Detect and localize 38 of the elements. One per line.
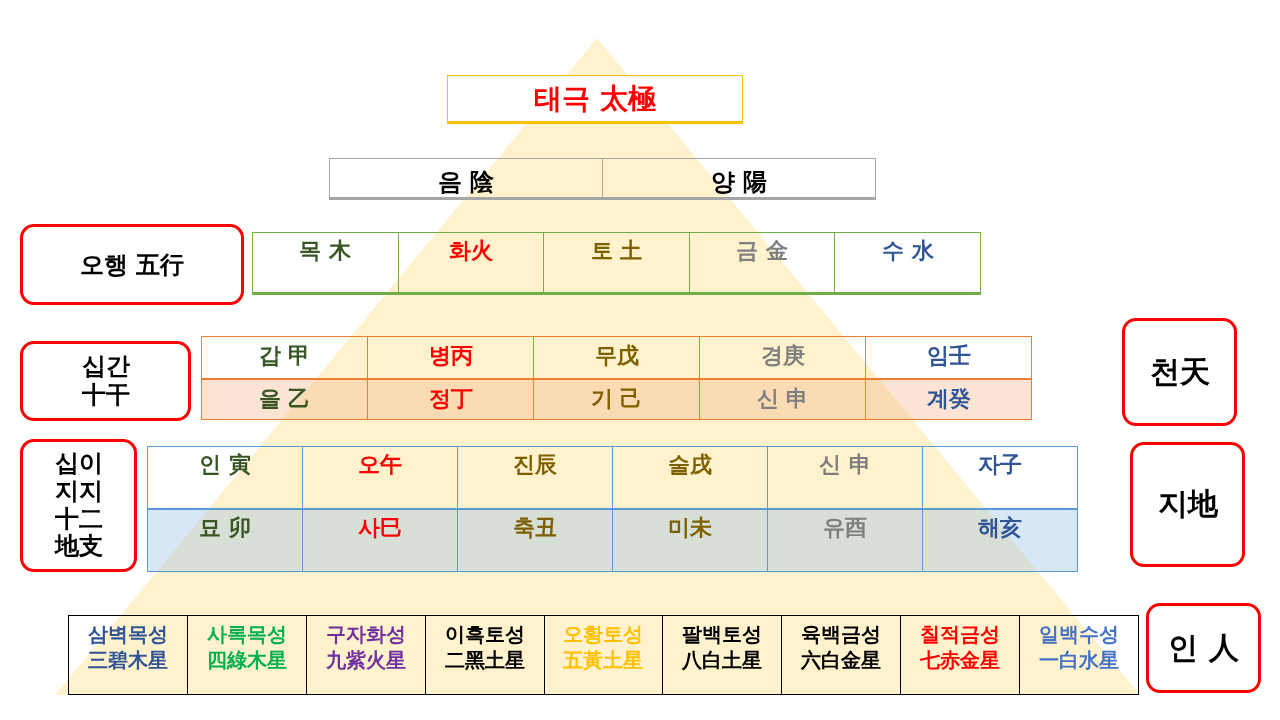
table-cell: 이흑토성 二黑土星 <box>424 615 545 695</box>
table-cell: 일백수성 一白水星 <box>1019 615 1139 695</box>
table-cell: 육백금성 六白金星 <box>781 615 902 695</box>
table-cell: 갑 甲 <box>201 336 368 379</box>
table-cell: 축丑 <box>457 508 613 572</box>
table-cell: 구자화성 九紫火星 <box>305 615 426 695</box>
table-cell: 유酉 <box>767 508 923 572</box>
table-cell: 미未 <box>612 508 768 572</box>
table-cell: 사巳 <box>302 508 458 572</box>
table-cell: 임壬 <box>865 336 1032 379</box>
table-cell: 사록목성 四綠木星 <box>186 615 307 695</box>
table-cell: 수 水 <box>834 232 981 295</box>
table-cell: 양 陽 <box>602 158 876 200</box>
table-cell: 기 己 <box>533 378 700 420</box>
row-label-box: 십이지지 十二地支 <box>20 439 137 572</box>
table-cell: 목 木 <box>252 232 399 295</box>
table-cell: 인 寅 <box>147 446 303 509</box>
level-box: 지地 <box>1130 442 1245 567</box>
table-cell: 토 土 <box>543 232 690 295</box>
table-cell: 칠적금성 七赤金星 <box>900 615 1021 695</box>
table-cell: 삼벽목성 三碧木星 <box>68 615 188 695</box>
table-cell: 정丁 <box>367 378 534 420</box>
row-label-box: 오행 五行 <box>20 224 244 305</box>
table-cell: 을 乙 <box>201 378 368 420</box>
level-box: 천天 <box>1122 318 1237 426</box>
table-cell: 금 金 <box>688 232 836 295</box>
title-box: 태극 太極 <box>447 75 743 124</box>
row-label-box: 십간 十干 <box>20 341 191 421</box>
table-cell: 신 申 <box>699 378 866 420</box>
table-cell: 묘 卯 <box>147 508 303 572</box>
table-cell: 팔백토성 八白土星 <box>662 615 783 695</box>
table-cell: 화火 <box>397 232 545 295</box>
table-cell: 오황토성 五黃土星 <box>543 615 664 695</box>
table-cell: 해亥 <box>922 508 1078 572</box>
table-cell: 음 陰 <box>329 158 603 200</box>
table-cell: 자子 <box>922 446 1078 509</box>
level-box: 인 人 <box>1146 603 1261 693</box>
table-cell: 계癸 <box>865 378 1032 420</box>
